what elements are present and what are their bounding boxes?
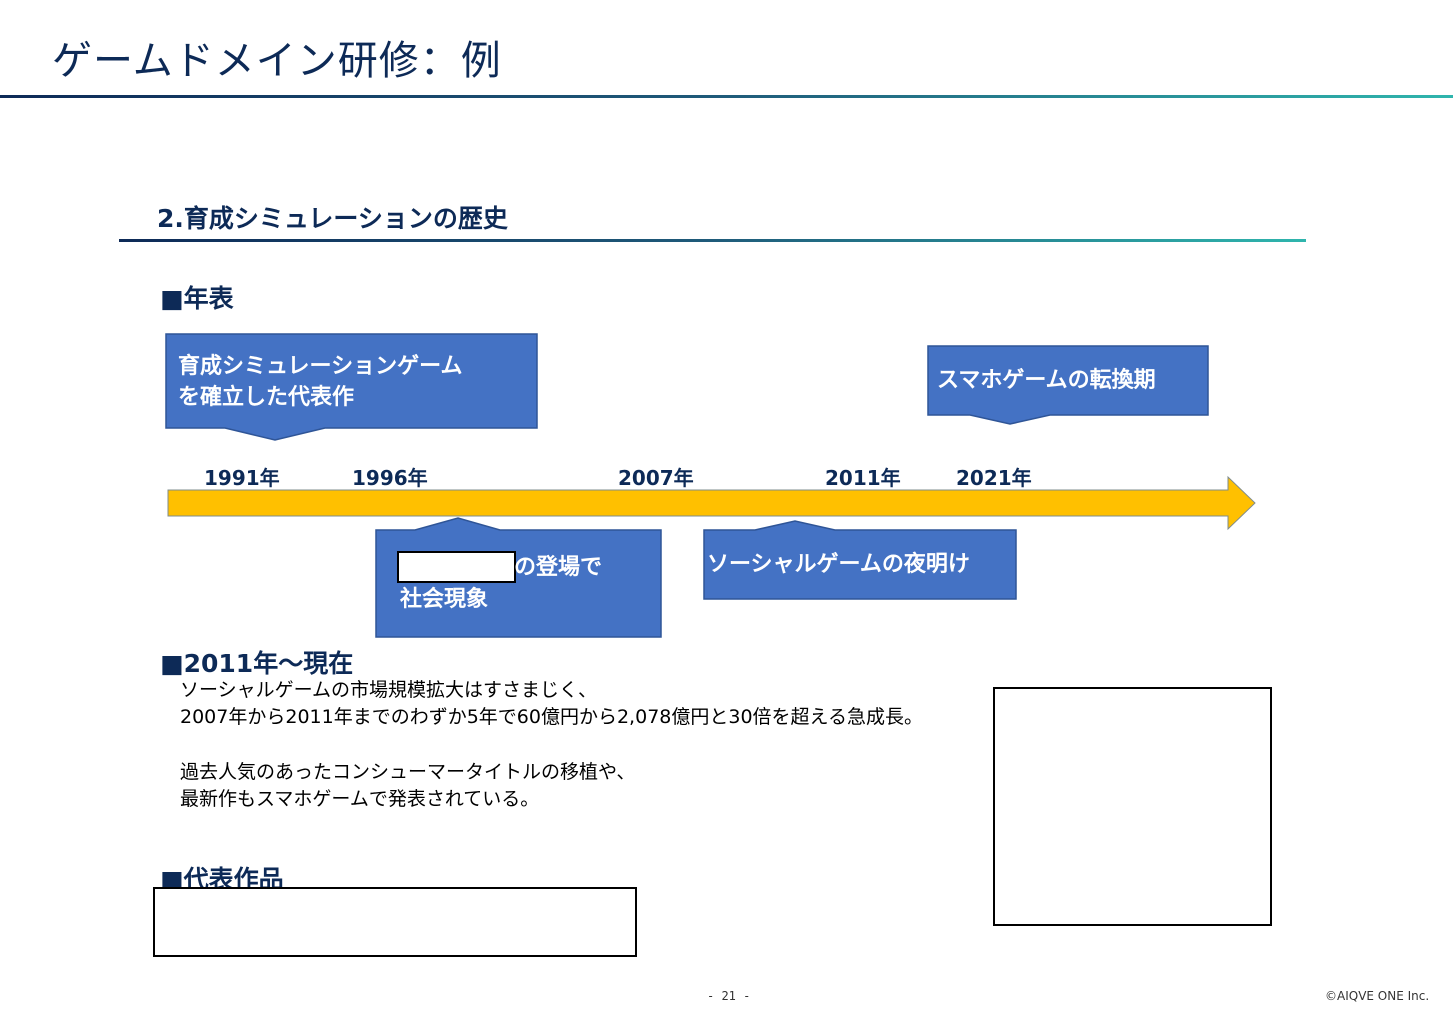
copyright: ©AIQVE ONE Inc.	[1325, 989, 1430, 1003]
title-divider	[0, 95, 1453, 98]
year-label-1996: 1996年	[352, 466, 428, 490]
callout-bottom-left-line-2: 社会現象	[400, 587, 489, 612]
callout-top-left-line-2: を確立した代表作	[178, 385, 355, 410]
callout-top-left-text: 育成シミュレーションゲーム を確立した代表作	[178, 351, 462, 413]
redacted-title-box	[397, 551, 516, 583]
current-line-4: 最新作もスマホゲームで発表されている。	[180, 788, 540, 810]
current-line-3: 過去人気のあったコンシューマータイトルの移植や、	[180, 761, 636, 783]
current-heading: ■2011年～現在	[160, 649, 354, 678]
year-label-2021: 2021年	[956, 466, 1032, 490]
timeline-heading: ■年表	[160, 284, 234, 313]
section-divider	[119, 239, 1306, 242]
current-line-1: ソーシャルゲームの市場規模拡大はすさまじく、	[180, 679, 598, 701]
redacted-image-box	[993, 687, 1272, 926]
callout-bottom-left	[375, 517, 662, 638]
callout-bottom-right	[703, 520, 1017, 600]
callout-bottom-right-text: ソーシャルゲームの夜明け	[707, 552, 970, 577]
timeline-arrow	[167, 475, 1256, 531]
page-number: - 21 -	[707, 989, 751, 1003]
current-line-2: 2007年から2011年までのわずか5年で60億円から2,078億円と30倍を超…	[180, 706, 923, 728]
callout-top-right-text: スマホゲームの転換期	[937, 368, 1156, 393]
page-title: ゲームドメイン研修：例	[52, 38, 502, 84]
year-label-2007: 2007年	[618, 466, 694, 490]
section-title: 2.育成シミュレーションの歴史	[157, 204, 508, 233]
year-label-2011: 2011年	[825, 466, 901, 490]
year-label-1991: 1991年	[204, 466, 280, 490]
callout-top-left	[165, 333, 538, 441]
callout-top-left-line-1: 育成シミュレーションゲーム	[178, 354, 463, 379]
redacted-works-box	[153, 887, 637, 957]
callout-bottom-left-line-1: の登場で	[514, 555, 603, 580]
callout-top-right	[927, 345, 1209, 425]
